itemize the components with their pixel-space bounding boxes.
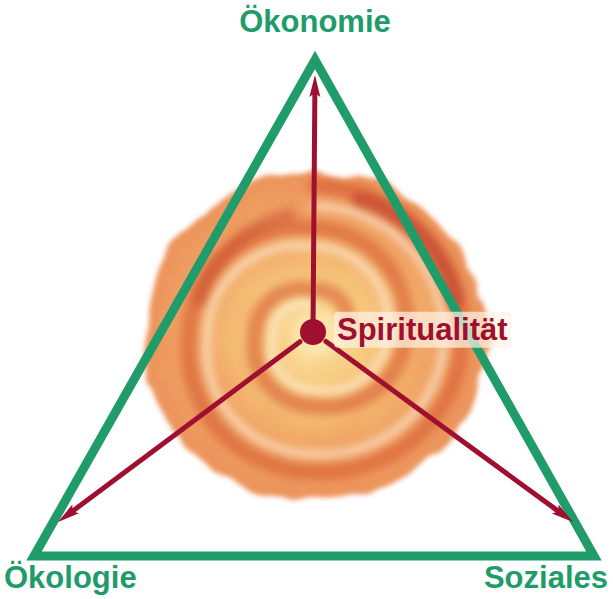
- corner-label: Ökologie: [4, 560, 137, 596]
- arrow-shaft: [313, 93, 315, 319]
- arrow-connector: [58, 342, 300, 522]
- arrow-head: [552, 505, 573, 522]
- corner-label-box: Ökologie: [4, 522, 149, 596]
- corner-label: Ökonomie: [239, 4, 391, 40]
- corner-label-box: Ökonomie: [233, 4, 397, 75]
- watercolor-dark-stroke: [200, 215, 290, 300]
- arrow-shaft: [326, 342, 558, 512]
- arrow-connector: [309, 75, 320, 319]
- arrow-shaft: [72, 342, 300, 512]
- center-dot: Spiritualität: [300, 319, 326, 345]
- arrow-head: [309, 75, 320, 97]
- corner-label-box: Soziales: [471, 522, 608, 596]
- center-label: Spiritualität: [334, 312, 511, 348]
- corner-label: Soziales: [484, 560, 608, 596]
- arrow-head: [58, 504, 79, 522]
- arrow-connector: [326, 342, 573, 523]
- sustainability-triangle: [34, 60, 594, 556]
